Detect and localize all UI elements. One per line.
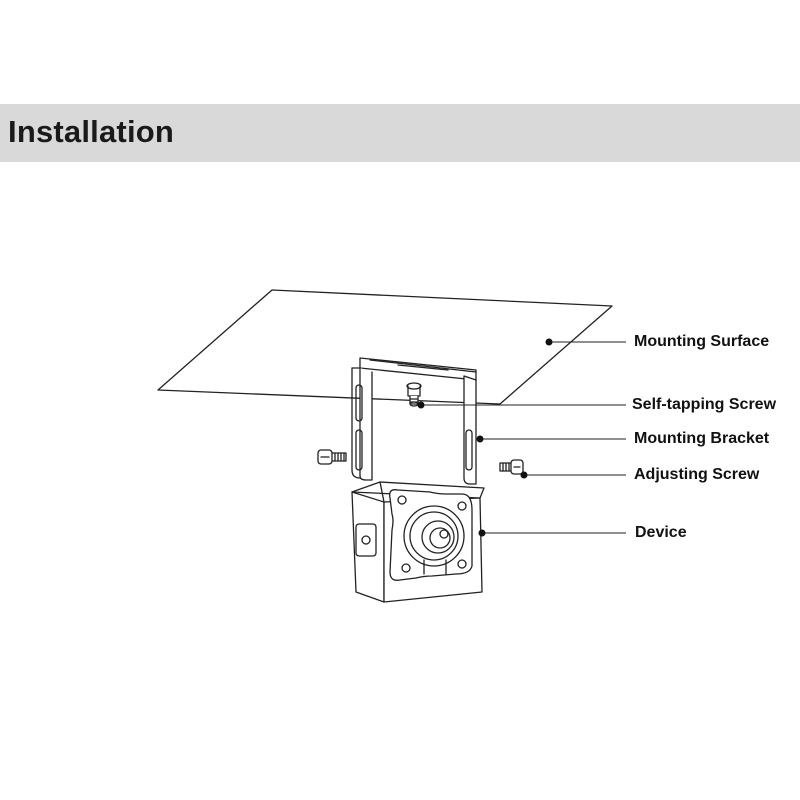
label-adjusting-screw: Adjusting Screw [634, 466, 760, 483]
right-adjusting-screw-shape [499, 459, 524, 475]
device-shape [351, 481, 485, 603]
leader-mounting-surface [545, 338, 626, 346]
self-tapping-screw-shape [406, 382, 422, 407]
label-mounting-surface: Mounting Surface [634, 333, 770, 350]
leader-device [478, 529, 626, 537]
leader-self-tapping-screw [417, 401, 626, 409]
leader-adjusting-screw [520, 471, 626, 479]
left-adjusting-screw-shape [317, 449, 347, 465]
mounting-surface-plane [157, 289, 613, 405]
label-mounting-bracket: Mounting Bracket [634, 430, 770, 447]
label-self-tapping-screw: Self-tapping Screw [632, 396, 777, 413]
mounting-bracket-shape [351, 357, 477, 485]
section-header: Installation [0, 104, 800, 162]
leader-mounting-bracket [476, 435, 626, 443]
label-device: Device [635, 524, 687, 541]
section-title: Installation [8, 114, 175, 149]
